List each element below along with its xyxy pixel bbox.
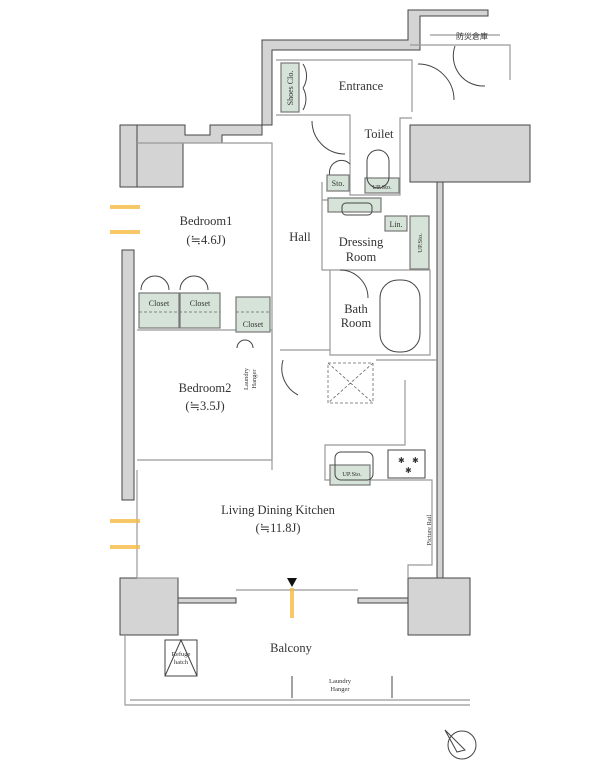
burner-icon: ✱ <box>412 456 419 465</box>
exterior-walls <box>119 9 531 636</box>
room-size-bedroom1: (≒4.6J) <box>186 233 225 247</box>
label-up-storage-dressing: UP.Sto. <box>417 233 424 253</box>
label-picture-rail: Picture Rail <box>426 514 433 545</box>
gas-stove <box>387 449 426 479</box>
fixtures: ✱ ✱ ✱ <box>110 149 477 760</box>
bathtub <box>379 279 421 353</box>
burner-icon: ✱ <box>405 466 412 475</box>
interior-walls <box>124 34 511 706</box>
label-up-storage-toilet: UP.Sto. <box>372 184 392 191</box>
entry-marker-icon <box>287 578 297 587</box>
room-label-dressing-2: Room <box>346 250 377 264</box>
doors <box>140 45 486 396</box>
washer-pan <box>327 362 374 404</box>
label-disaster-storage: 防災倉庫 <box>456 31 488 41</box>
room-label-bedroom2: Bedroom2 <box>179 381 232 395</box>
label-closet-2: Closet <box>190 299 211 308</box>
room-label-bedroom1: Bedroom1 <box>180 214 233 228</box>
label-laundry-hanger-balcony-2: Hanger <box>330 686 350 693</box>
label-laundry-hanger-balcony: Laundry <box>329 678 352 685</box>
shoes-closet <box>280 62 300 113</box>
label-laundry-hanger-bedroom2-2: Hanger <box>251 369 258 389</box>
window-accent <box>290 588 294 618</box>
kitchen-sink <box>334 451 374 481</box>
room-size-bedroom2: (≒3.5J) <box>185 399 224 413</box>
storage-hall <box>326 174 350 192</box>
room-size-ldk: (≒11.8J) <box>255 521 300 535</box>
room-label-ldk: Living Dining Kitchen <box>221 503 336 517</box>
closet-1 <box>138 292 180 329</box>
label-refuge-hatch-2: hatch <box>174 659 189 666</box>
room-label-balcony: Balcony <box>270 641 312 655</box>
toilet-bowl <box>366 149 390 189</box>
label-laundry-hanger-bedroom2: Laundry <box>243 367 250 390</box>
label-closet-3: Closet <box>243 320 264 329</box>
room-label-entrance: Entrance <box>339 79 384 93</box>
label-linen: Lin. <box>389 220 402 229</box>
label-storage: Sto. <box>332 179 345 188</box>
label-shoes-closet: Shoes Clo. <box>286 71 295 106</box>
room-label-bath: Bath <box>344 302 368 316</box>
north-arrow-icon <box>444 729 466 753</box>
room-label-bath-2: Room <box>341 316 372 330</box>
label-closet-1: Closet <box>149 299 170 308</box>
closet-3 <box>235 296 271 333</box>
storage-units <box>138 62 430 486</box>
room-label-toilet: Toilet <box>365 127 395 141</box>
closet-2 <box>179 292 221 329</box>
up-storage-toilet <box>364 177 400 194</box>
wash-basin <box>341 202 373 216</box>
linen-storage <box>384 215 408 232</box>
burner-icon: ✱ <box>398 456 405 465</box>
up-storage-dressing <box>409 215 430 270</box>
label-refuge-hatch: Refuge <box>172 651 191 658</box>
room-label-dressing: Dressing <box>339 235 384 249</box>
label-up-storage-kitchen: UP.Sto. <box>342 471 362 478</box>
room-label-hall: Hall <box>289 230 311 244</box>
refuge-hatch <box>164 639 198 677</box>
